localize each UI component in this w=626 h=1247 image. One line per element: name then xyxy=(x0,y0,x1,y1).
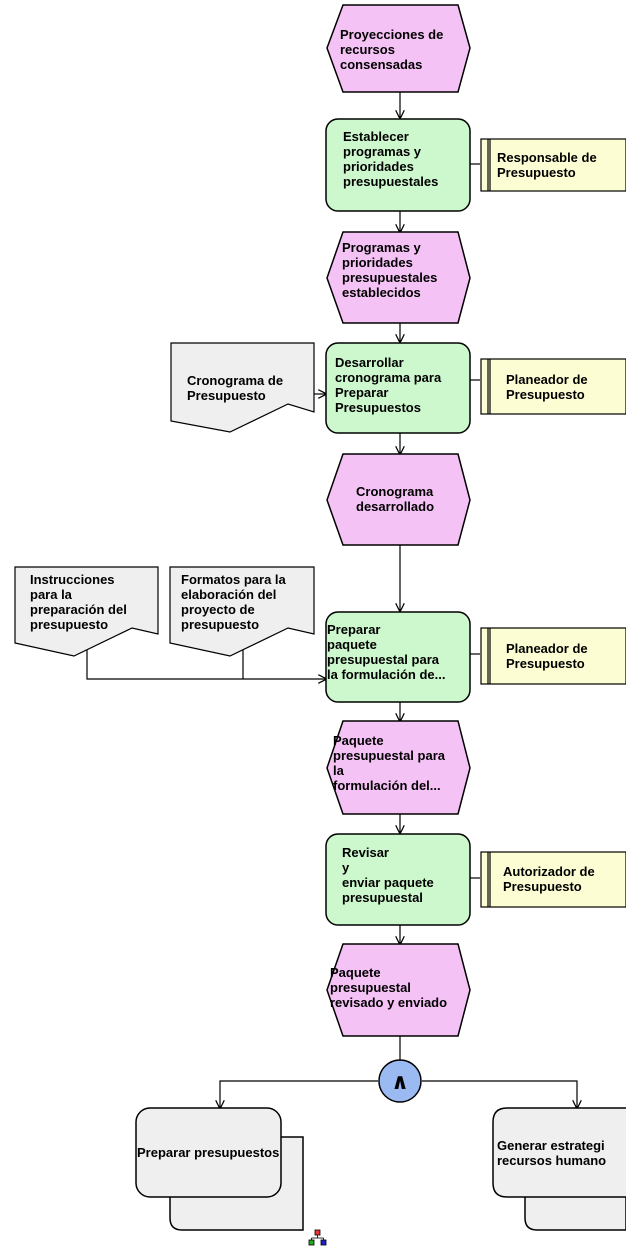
operator-circle xyxy=(378,1059,422,1103)
role-planeador-presupuesto-2[interactable] xyxy=(480,627,626,685)
document-formatos[interactable] xyxy=(169,566,315,657)
connector xyxy=(86,640,326,679)
function-desarrollar-cronograma[interactable] xyxy=(325,342,471,434)
role-responsable-presupuesto[interactable] xyxy=(480,138,626,192)
documents xyxy=(14,342,315,657)
role-autorizador-presupuesto[interactable] xyxy=(480,851,626,908)
function-preparar-paquete[interactable] xyxy=(325,611,471,703)
function-establecer-programas[interactable] xyxy=(325,118,471,212)
process-preparar-presupuestos[interactable] xyxy=(135,1107,304,1231)
role-planeador-presupuesto[interactable] xyxy=(480,358,626,415)
event-paquete-formulacion[interactable] xyxy=(326,720,471,815)
process-generar-estrategia[interactable] xyxy=(492,1107,626,1231)
events xyxy=(326,4,471,1037)
operator-symbol: ∧ xyxy=(391,1070,409,1095)
event-programas-establecidos[interactable] xyxy=(326,231,471,324)
functions xyxy=(325,118,471,926)
function-revisar-enviar[interactable] xyxy=(325,833,471,926)
hierarchy-icon[interactable] xyxy=(308,1229,327,1246)
connectors xyxy=(86,92,577,1108)
event-paquete-revisado[interactable] xyxy=(326,943,471,1037)
event-cronograma-desarrollado[interactable] xyxy=(326,453,471,546)
process-interfaces xyxy=(135,1107,626,1231)
roles xyxy=(480,138,626,908)
connector xyxy=(422,1080,577,1108)
document-cronograma-presupuesto[interactable] xyxy=(170,342,315,433)
event-proyecciones-consensadas[interactable] xyxy=(326,4,471,93)
document-instrucciones[interactable] xyxy=(14,566,159,657)
connector xyxy=(220,1080,378,1108)
and-operator[interactable]: ∧ xyxy=(378,1059,422,1103)
